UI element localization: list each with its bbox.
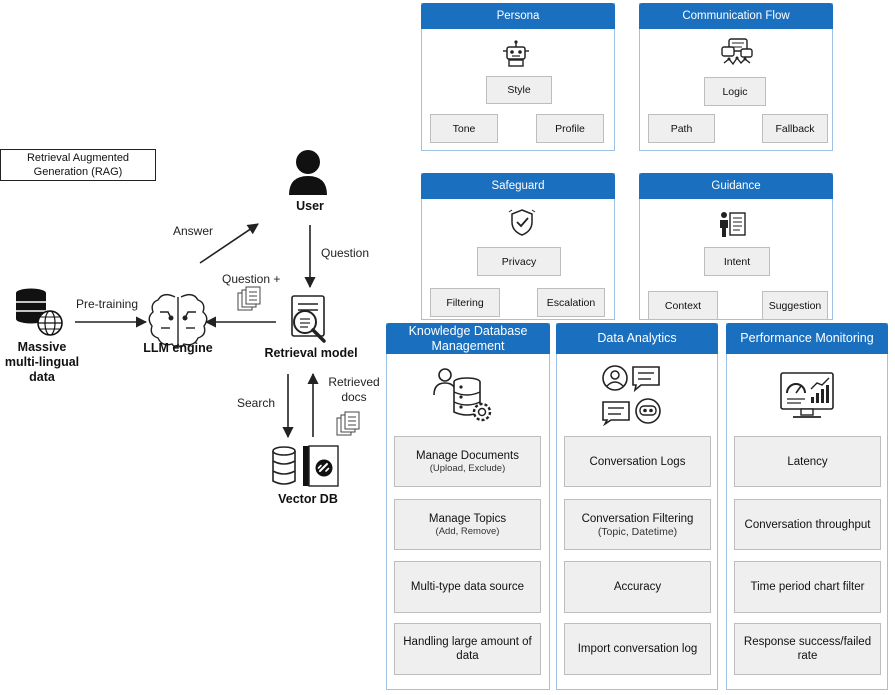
guidance-panel: Guidance Intent Context Suggestion [639,173,833,320]
kdm-card: Manage Documents (Upload, Exclude) [394,436,541,487]
analytics-card: Import conversation log [564,623,711,675]
monitoring-card: Response success/failed rate [734,623,881,675]
communication-fallback-chip: Fallback [762,114,828,143]
retrieved-docs-label: Retrieved docs [328,375,380,404]
shield-check-icon [508,209,536,236]
kdm-card: Multi-type data source [394,561,541,613]
search-label: Search [237,396,276,410]
safeguard-panel: Safeguard Privacy Filtering Escalation [421,173,615,320]
conversation-analytics-icon [602,365,661,426]
retrieval-document-icon [291,295,326,343]
safeguard-title: Safeguard [421,173,615,199]
answer-arrow [199,223,259,264]
user-icon [289,150,327,195]
kdm-card: Handling large amount of data [394,623,541,675]
persona-tone-chip: Tone [430,114,498,143]
persona-style-chip: Style [486,76,552,104]
analytics-card-sub: (Topic, Datetime) [597,525,678,538]
monitoring-card-label: Latency [787,455,828,468]
vector-db-label: Vector DB [278,492,338,506]
kdm-card-label: Manage Topics [428,512,507,525]
kdm-card-sub: (Add, Remove) [435,525,500,537]
question-label: Question [321,246,370,260]
user-database-gear-icon [433,368,492,422]
kdm-card-label: Handling large amount of data [403,636,532,662]
kdm-card-label: Multi-type data source [410,581,525,593]
kdm-title: Knowledge Database Management [386,323,550,354]
analytics-card: Accuracy [564,561,711,613]
analytics-card-label: Conversation Logs [589,455,686,468]
guidance-suggestion-chip: Suggestion [762,291,828,320]
communication-logic-chip: Logic [704,77,766,106]
pre-training-label: Pre-training [76,297,139,311]
retrieved-docs-icon [336,411,360,436]
guidance-context-chip: Context [648,291,718,320]
persona-title: Persona [421,3,615,29]
monitoring-card: Latency [734,436,881,487]
kdm-card: Manage Topics (Add, Remove) [394,499,541,550]
safeguard-escalation-chip: Escalation [537,288,605,317]
safeguard-filtering-chip: Filtering [430,288,500,317]
massive-data-label: Massive multi-lingual data [4,340,80,384]
persona-panel: Persona Style Tone Profile [421,3,615,151]
user-label: User [296,199,324,213]
kdm-card-sub: (Upload, Exclude) [429,462,506,474]
kdm-panel: Knowledge Database Management Manage Doc… [386,323,550,690]
robot-icon [503,40,529,67]
monitoring-card: Time period chart filter [734,561,881,613]
performance-monitoring-title: Performance Monitoring [726,323,888,354]
analytics-card: Conversation Logs [564,436,711,487]
retrieval-model-label: Retrieval model [264,346,358,360]
presenter-board-icon [720,212,746,237]
guidance-intent-chip: Intent [704,247,770,276]
analytics-card-label: Conversation Filtering [581,512,694,525]
llm-engine-label: LLM engine [143,341,213,355]
rag-title: Retrieval Augmented Generation (RAG) [0,149,156,181]
question-plus-label: Question + [222,272,281,286]
analytics-card: Conversation Filtering (Topic, Datetime) [564,499,711,550]
answer-label: Answer [173,224,214,238]
data-analytics-panel: Data Analytics Conversation Logs Convers… [556,323,718,690]
monitoring-card: Conversation throughput [734,499,881,550]
analytics-card-label: Accuracy [613,581,662,593]
guidance-title: Guidance [639,173,833,199]
data-analytics-title: Data Analytics [556,323,718,354]
chat-flow-icon [721,38,753,66]
monitoring-card-label: Response success/failed rate [743,636,872,662]
monitoring-card-label: Conversation throughput [744,518,871,531]
vector-db-cylinder-icon [272,446,296,485]
database-globe-icon [16,288,63,336]
analytics-card-label: Import conversation log [577,643,698,655]
docs-icon [237,286,261,311]
communication-path-chip: Path [648,114,715,143]
monitor-dashboard-icon [780,372,834,418]
communication-flow-panel: Communication Flow Logic Path Fallback [639,3,833,151]
monitoring-card-label: Time period chart filter [750,581,865,593]
persona-profile-chip: Profile [536,114,604,143]
communication-flow-title: Communication Flow [639,3,833,29]
brain-icon [148,293,208,348]
vector-db-link-doc-icon [303,445,339,487]
performance-monitoring-panel: Performance Monitoring Latency Conversat… [726,323,888,690]
kdm-card-label: Manage Documents [416,449,519,462]
safeguard-privacy-chip: Privacy [477,247,561,276]
